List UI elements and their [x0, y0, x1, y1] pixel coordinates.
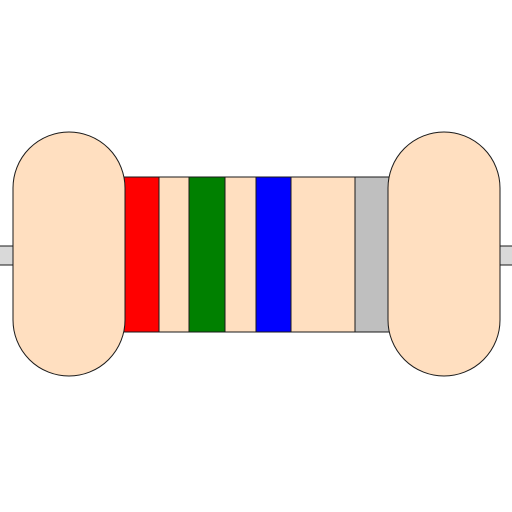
right-end-cap	[387, 131, 501, 377]
color-bands	[123, 176, 392, 333]
band-red	[123, 176, 160, 333]
band-blue	[255, 176, 292, 333]
band-silver	[354, 176, 392, 333]
band-green	[188, 176, 226, 333]
left-end-cap	[12, 131, 126, 377]
